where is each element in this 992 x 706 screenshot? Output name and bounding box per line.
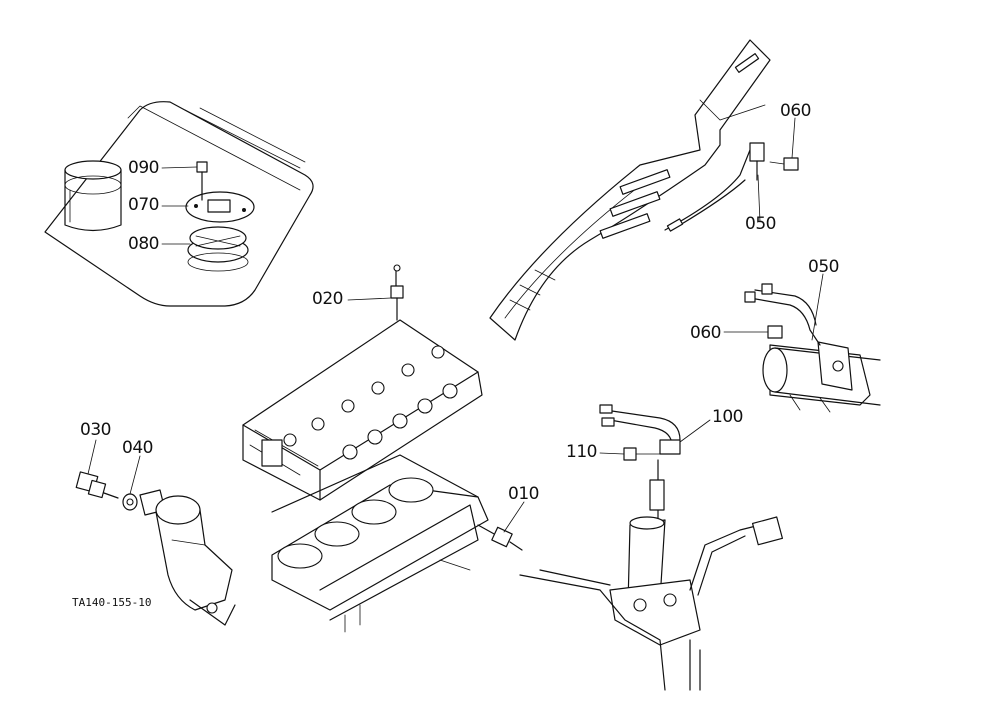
sender-plate xyxy=(185,191,255,223)
figure-id: TA140-155-10 xyxy=(72,596,152,609)
callout-010: 010 xyxy=(508,484,539,504)
gasket-080 xyxy=(187,226,249,272)
callout-050-right: 050 xyxy=(808,257,839,277)
battery-frame xyxy=(489,39,771,341)
mount-bracket-right xyxy=(762,341,881,413)
oil-pressure-switch xyxy=(477,524,523,551)
fuel-tank-assembly xyxy=(44,101,314,307)
thermostat-housing xyxy=(139,489,236,626)
filler-neck xyxy=(64,160,122,232)
nut-110 xyxy=(623,447,661,461)
callout-060-right: 060 xyxy=(690,323,721,343)
callout-050-top: 050 xyxy=(745,214,776,234)
gasket-040 xyxy=(122,493,138,511)
callout-020: 020 xyxy=(312,289,343,309)
callout-030: 030 xyxy=(80,420,111,440)
nut-060-right xyxy=(767,325,783,339)
callout-110: 110 xyxy=(566,442,597,462)
callout-070: 070 xyxy=(128,195,159,215)
callout-060-top: 060 xyxy=(780,101,811,121)
callout-090: 090 xyxy=(128,158,159,178)
callout-080: 080 xyxy=(128,234,159,254)
leader-lines xyxy=(87,117,824,533)
temp-sensor xyxy=(75,471,119,499)
harness-100 xyxy=(599,404,681,455)
nut-060-top xyxy=(769,157,799,171)
harness-050-top xyxy=(664,142,765,232)
callout-040: 040 xyxy=(122,438,153,458)
cylinder-block xyxy=(271,454,489,633)
glow-plug xyxy=(390,264,404,321)
cylinder-head xyxy=(242,319,483,501)
steering-column xyxy=(519,459,784,691)
callout-100: 100 xyxy=(712,407,743,427)
